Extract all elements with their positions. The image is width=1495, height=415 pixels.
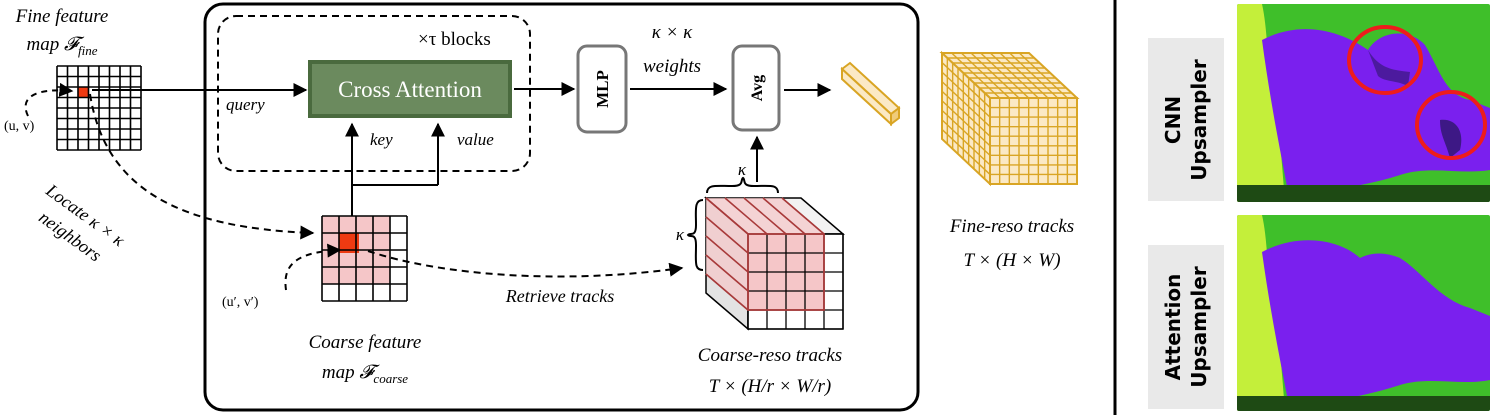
mlp-label: MLP — [593, 70, 612, 108]
avg-block — [731, 44, 781, 132]
query-label: query — [226, 95, 265, 114]
coarse-feature-grid — [321, 215, 408, 302]
fine-map-title-line2: map 𝓕fine — [26, 34, 97, 58]
avg-label: Avg — [749, 75, 766, 101]
kappa-left-label: κ — [676, 225, 685, 244]
fine-coord-label: (u, v) — [4, 119, 35, 134]
coarse-map-title-line2: map 𝓕coarse — [322, 362, 408, 386]
locate-arrow — [89, 93, 315, 240]
kappa-top-label: κ — [738, 160, 747, 179]
svg-text:Upsampler: Upsampler — [1187, 59, 1211, 181]
weights-line1: κ × κ — [652, 22, 693, 43]
svg-text:Attention: Attention — [1161, 274, 1185, 381]
fine-tracks-title: Fine-reso tracks — [949, 216, 1074, 237]
cross-attention-label: Cross Attention — [338, 77, 482, 102]
fine-map-title-line1: Fine feature — [15, 6, 109, 27]
fine-tracks-shape: T × (H × W) — [963, 250, 1060, 271]
output-feature-bar — [840, 61, 901, 127]
coarse-tracks-cube — [703, 196, 846, 331]
coarse-coord-arrow — [284, 243, 342, 291]
kappa-brace-top — [706, 176, 779, 194]
coarse-tracks-shape: T × (H/r × W/r) — [709, 376, 831, 397]
mlp-block — [576, 44, 628, 134]
coarse-coord-label: (u′, v′) — [222, 295, 259, 310]
cnn-upsampler-image — [1237, 4, 1490, 202]
fine-tracks-cube — [939, 50, 1080, 187]
locate-label: Locate κ × κ neighbors — [35, 179, 129, 265]
svg-text:Upsampler: Upsampler — [1187, 266, 1211, 388]
attention-label-box — [1148, 245, 1224, 409]
cross-attention-block — [308, 60, 512, 118]
module-frame — [203, 2, 920, 412]
coarse-map-title-line1: Coarse feature — [309, 332, 422, 353]
retrieve-arrow — [367, 250, 684, 278]
kappa-brace-left — [686, 199, 704, 271]
svg-text:CNN: CNN — [1161, 96, 1185, 144]
attention-blocks-frame — [217, 15, 531, 172]
fine-coord-arrow — [24, 82, 74, 117]
value-label: value — [457, 130, 494, 149]
attention-upsampler-image — [1237, 215, 1490, 411]
cnn-label-box — [1148, 38, 1224, 201]
blocks-label: ×τ blocks — [418, 29, 491, 50]
key-label: key — [370, 130, 393, 149]
cnn-label: CNN Upsampler — [1161, 59, 1211, 181]
coarse-center-cell — [339, 233, 359, 253]
attention-label: Attention Upsampler — [1161, 266, 1211, 388]
fine-query-cell — [78, 87, 89, 98]
retrieve-label: Retrieve tracks — [505, 286, 614, 306]
fine-feature-grid — [56, 65, 142, 151]
weights-line2: weights — [643, 56, 701, 77]
coarse-tracks-title: Coarse-reso tracks — [698, 345, 842, 366]
